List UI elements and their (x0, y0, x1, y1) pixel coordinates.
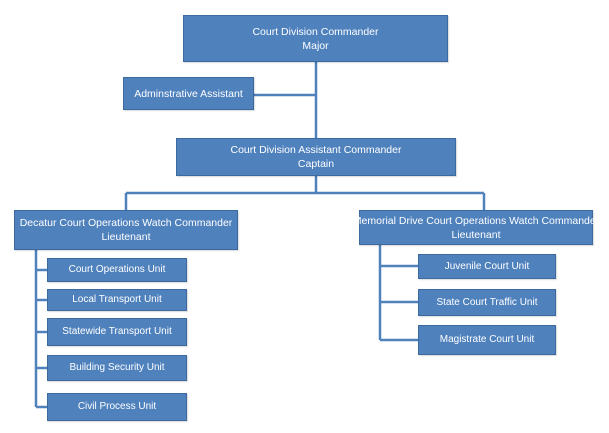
node-rank: Lieutenant (101, 231, 151, 243)
node-rank: Major (302, 39, 329, 52)
node-title: Memorial Drive Court Operations Watch Co… (352, 214, 600, 227)
node-title: Juvenile Court Unit (444, 260, 530, 272)
node-building-security-unit: Building Security Unit (47, 355, 187, 381)
node-title: Decatur Court Operations Watch Commander (19, 217, 233, 229)
node-title: Statewide Transport Unit (62, 326, 172, 337)
node-magistrate-court-unit: Magistrate Court Unit (418, 325, 556, 355)
node-local-transport-unit: Local Transport Unit (47, 289, 187, 311)
node-title: Civil Process Unit (77, 401, 157, 412)
node-title: Court Division Assistant Commander (230, 144, 402, 156)
node-memorial-drive-watch-commander: Memorial Drive Court Operations Watch Co… (353, 210, 599, 245)
node-title: State Court Traffic Unit (436, 296, 538, 308)
node-statewide-transport-unit: Statewide Transport Unit (47, 318, 187, 346)
node-title: Court Division Commander (252, 25, 379, 38)
node-title: Adminstrative Assistant (134, 87, 243, 100)
node-decatur-watch-commander: Decatur Court Operations Watch Commander… (14, 210, 238, 250)
node-rank: Lieutenant (451, 228, 501, 241)
node-title: Local Transport Unit (72, 294, 162, 305)
node-title: Magistrate Court Unit (439, 334, 535, 345)
node-division-commander: Court Division Commander Major (183, 15, 448, 62)
node-title: Court Operations Unit (68, 264, 166, 275)
node-assistant-commander: Court Division Assistant Commander Capta… (176, 138, 456, 176)
node-civil-process-unit: Civil Process Unit (47, 393, 187, 421)
node-title: Building Security Unit (69, 362, 165, 373)
node-juvenile-court-unit: Juvenile Court Unit (418, 254, 556, 279)
node-administrative-assistant: Adminstrative Assistant (123, 77, 254, 110)
node-court-operations-unit: Court Operations Unit (47, 258, 187, 282)
node-state-court-traffic-unit: State Court Traffic Unit (418, 289, 556, 316)
node-rank: Captain (297, 158, 335, 170)
